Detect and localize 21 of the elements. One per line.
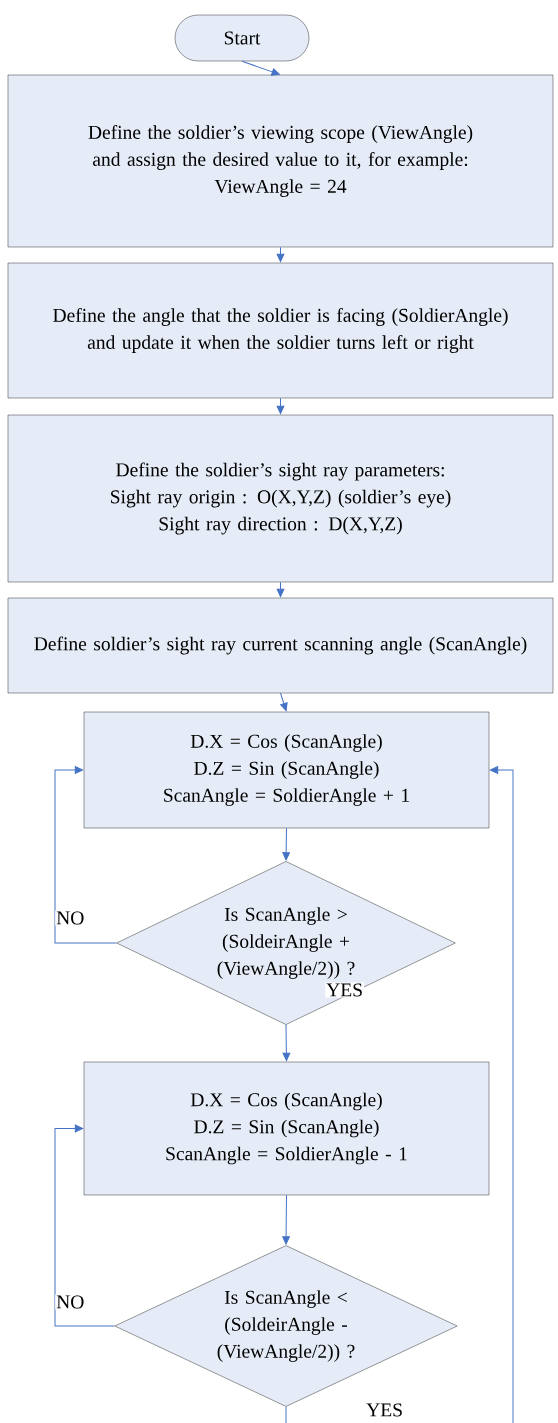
process-box: Define the soldier’s viewing scope (ViewAngle) and assign the desired value to it, for example: ViewAngle = 24: [7, 74, 554, 248]
arrow: [54, 766, 117, 944]
edge-label: NO: [56, 1295, 84, 1309]
edge-label: NO: [56, 911, 84, 925]
arrow: [282, 827, 290, 861]
arrow: [276, 397, 285, 415]
process-box: Define the soldier’s sight ray parameters: Sight ray origin : O(X,Y,Z) (soldier’s eye) Sight ray direction : D(X,Y,Z): [7, 414, 554, 583]
process-box: D.X = Cos (ScanAngle) D.Z = Sin (ScanAngle) ScanAngle = SoldierAngle + 1: [83, 711, 490, 829]
arrow: [276, 581, 285, 598]
arrow: [282, 1194, 290, 1245]
edge-label: YES: [326, 983, 362, 997]
arrow: [276, 246, 285, 263]
start-terminal: Start: [174, 14, 310, 62]
arrow: [489, 766, 514, 1423]
process-box: D.X = Cos (ScanAngle) D.Z = Sin (ScanAngle) ScanAngle = SoldierAngle - 1: [83, 1061, 490, 1196]
arrow: [282, 1024, 291, 1062]
process-box: Define soldier’s sight ray current scanning angle (ScanAngle): [7, 597, 554, 694]
arrow: [280, 692, 288, 712]
process-box: Define the angle that the soldier is facing (SoldierAngle) and update it when the soldier turns left or right: [7, 262, 554, 399]
arrow: [241, 60, 280, 76]
arrow: [54, 1124, 115, 1327]
